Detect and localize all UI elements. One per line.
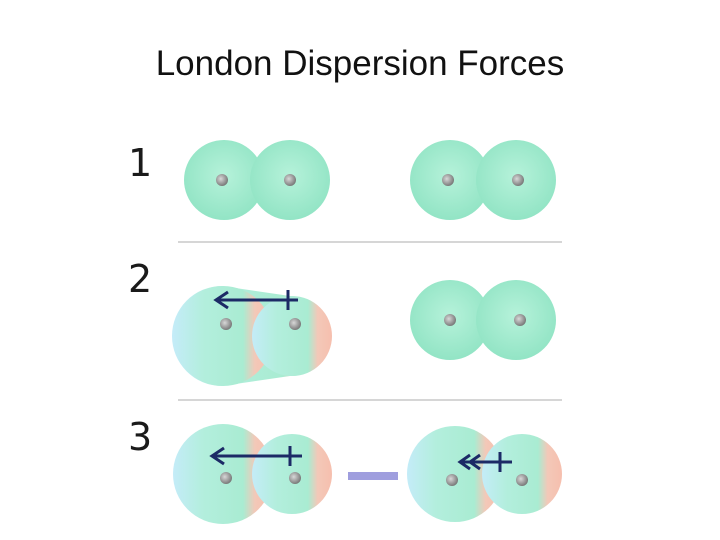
nucleus	[442, 174, 454, 186]
molecule-row2-left-polarized	[172, 286, 332, 386]
slide-title: London Dispersion Forces	[155, 44, 565, 83]
molecule-row1-left	[184, 140, 330, 220]
nucleus	[512, 174, 524, 186]
molecule-row3-right-polarized	[407, 426, 562, 522]
step-label-2: 2	[128, 257, 152, 301]
nucleus	[284, 174, 296, 186]
nucleus	[220, 472, 232, 484]
dipole-arrow-icon	[213, 290, 298, 310]
molecule-row3-left-polarized	[173, 424, 332, 524]
nucleus	[216, 174, 228, 186]
attraction-bar	[348, 472, 398, 480]
nucleus	[516, 474, 528, 486]
molecule-row1-right	[410, 140, 556, 220]
step-label-1: 1	[128, 141, 152, 185]
nucleus	[446, 474, 458, 486]
dipole-arrow-icon	[457, 452, 512, 472]
nucleus	[444, 314, 456, 326]
nucleus	[289, 318, 301, 330]
step-label-3: 3	[128, 415, 152, 459]
dipole-arrow-icon	[209, 446, 302, 466]
nucleus	[289, 472, 301, 484]
nucleus	[220, 318, 232, 330]
molecule-row2-right	[410, 280, 556, 360]
nucleus	[514, 314, 526, 326]
